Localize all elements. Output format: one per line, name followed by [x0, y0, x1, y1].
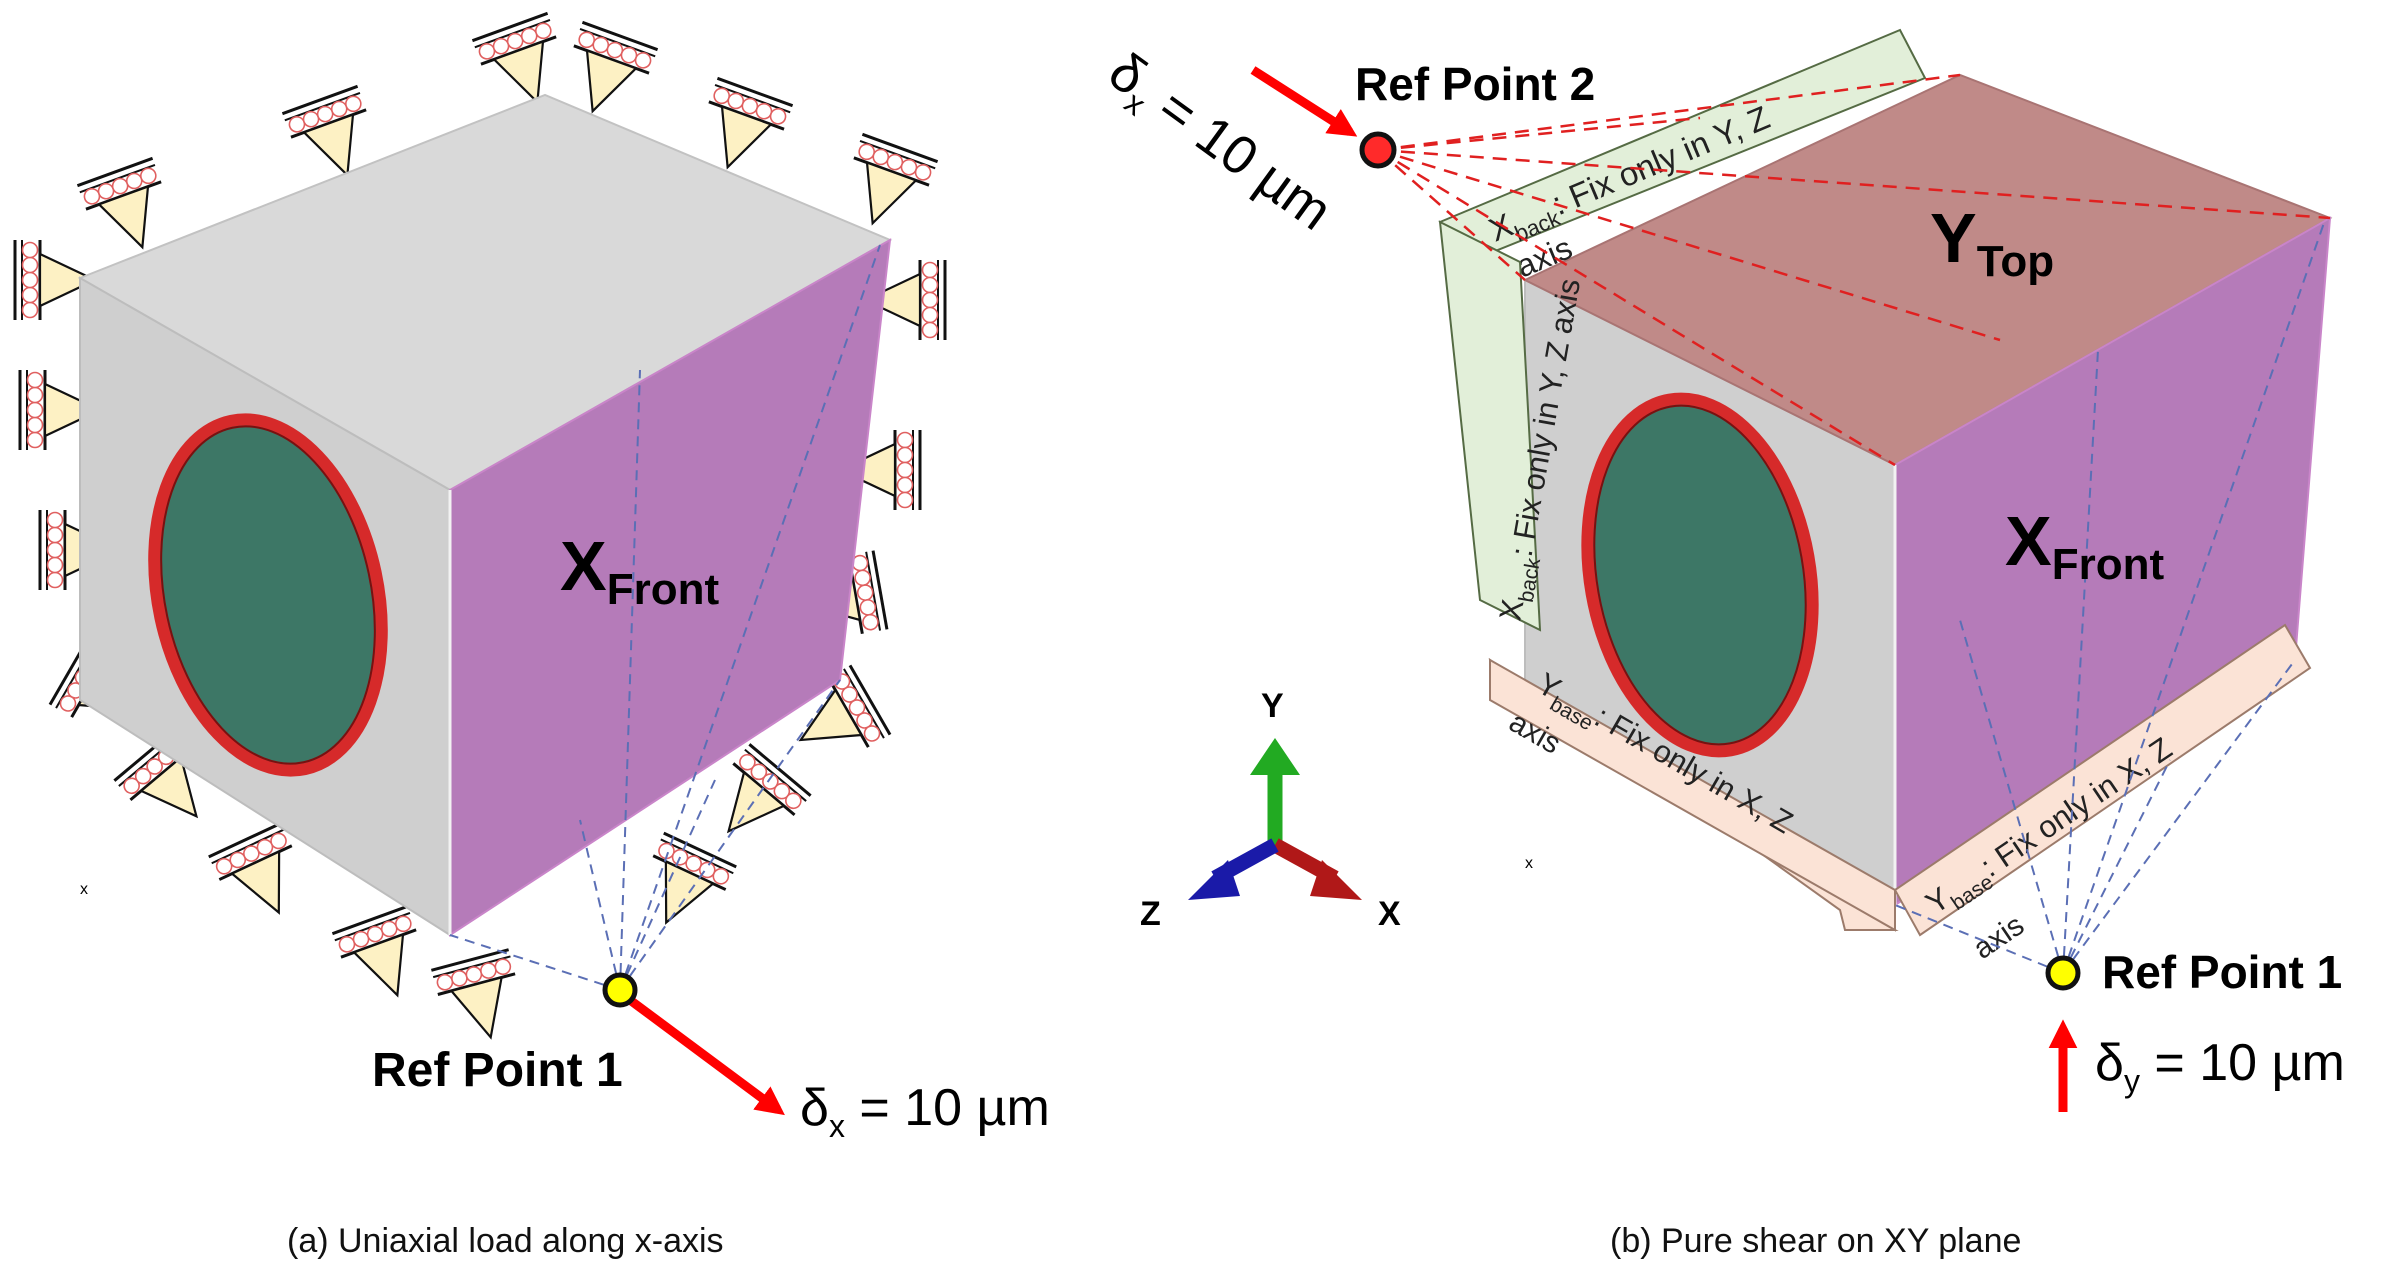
coupling-lines-a — [449, 244, 881, 991]
displacement-label-b-ref2: δx = 10 µm — [1094, 41, 1343, 247]
ref-point-1-label-a: Ref Point 1 — [372, 1044, 623, 1097]
cube-b — [1522, 73, 2333, 907]
caption-b: (b) Pure shear on XY plane — [1610, 1222, 2021, 1260]
coupling-lines-b-bottom — [1894, 219, 2326, 974]
z-axis-arrow — [1188, 860, 1240, 900]
y-axis-label: Y — [1261, 687, 1284, 725]
face-label-y-top: YTop — [1930, 199, 2054, 286]
load-arrow-b-ref2 — [1250, 66, 1358, 137]
y-axis-arrow — [1250, 738, 1300, 775]
coupling-lines-b-top — [1377, 73, 2331, 467]
x-axis-label: X — [1378, 895, 1401, 933]
tiny-mark-b: x — [1525, 855, 1533, 872]
ref-point-2-label: Ref Point 2 — [1355, 58, 1595, 110]
cube-b-hole — [1581, 392, 1819, 758]
ref-point-1-label-b: Ref Point 1 — [2102, 946, 2342, 998]
caption-a: (a) Uniaxial load along x-axis — [287, 1222, 724, 1260]
ref-point-2-marker — [1359, 131, 1397, 169]
tiny-mark-a: x — [80, 881, 88, 898]
face-label-x-front-a: XFront — [560, 527, 719, 614]
cube-a-hole — [148, 413, 388, 777]
panel-b: Xback: Fix only in Y, Z axis Xback: Fix … — [1094, 28, 2345, 1260]
displacement-label-b-ref1: δy = 10 µm — [2095, 1034, 2345, 1099]
ref-point-1-marker-b — [2045, 955, 2081, 991]
ref-point-1-marker-a — [602, 972, 638, 1008]
load-arrow-a — [627, 996, 785, 1116]
cube-a — [77, 93, 893, 937]
displacement-label-a: δx = 10 µm — [800, 1079, 1050, 1144]
axis-triad: Y X Z — [1140, 687, 1401, 933]
z-axis-label: Z — [1140, 895, 1161, 933]
panel-a: XFront Ref Point 1 δx = 10 µm x (a) Unia… — [13, 11, 1050, 1260]
face-label-x-front-b: XFront — [2005, 502, 2164, 589]
x-axis-arrow — [1310, 860, 1362, 900]
